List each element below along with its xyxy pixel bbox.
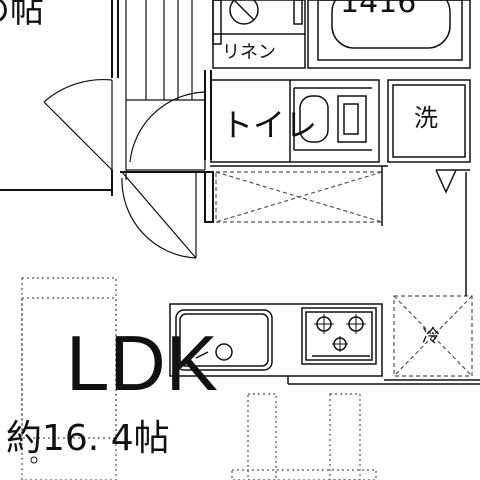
western-room-label: の帖: [0, 0, 44, 31]
fridge-label: 冷: [422, 326, 440, 347]
burner-icon: [346, 314, 366, 334]
closet-door: [126, 91, 206, 171]
burner-icon: [332, 336, 348, 352]
dining-furniture: [21, 277, 377, 480]
fridge-space: [393, 295, 473, 377]
western-room: [0, 0, 119, 196]
wash-label: 洗: [414, 104, 438, 132]
bath-size-label: 1416: [340, 0, 416, 20]
outlet-icon: [30, 456, 38, 464]
ldk-label: LDK: [66, 319, 218, 407]
burner-icon: [314, 314, 334, 334]
stove: [301, 307, 377, 365]
ldk-area-label: 約16. 4帖: [6, 418, 170, 459]
closet-lines: [125, 0, 205, 180]
linen-label: リネン: [222, 42, 276, 63]
washer-space: [387, 79, 471, 194]
storage-box: [215, 171, 383, 223]
toilet-label: トイレ: [221, 106, 317, 144]
storage-walls: [210, 165, 388, 226]
western-door: [43, 78, 113, 171]
kitchen-counter: [169, 303, 480, 385]
kitchen-sink: [175, 309, 273, 371]
toilet-room: [210, 79, 380, 163]
linen-closet: [212, 0, 306, 69]
bathroom: [307, 0, 471, 69]
ldk-door: [121, 171, 197, 259]
